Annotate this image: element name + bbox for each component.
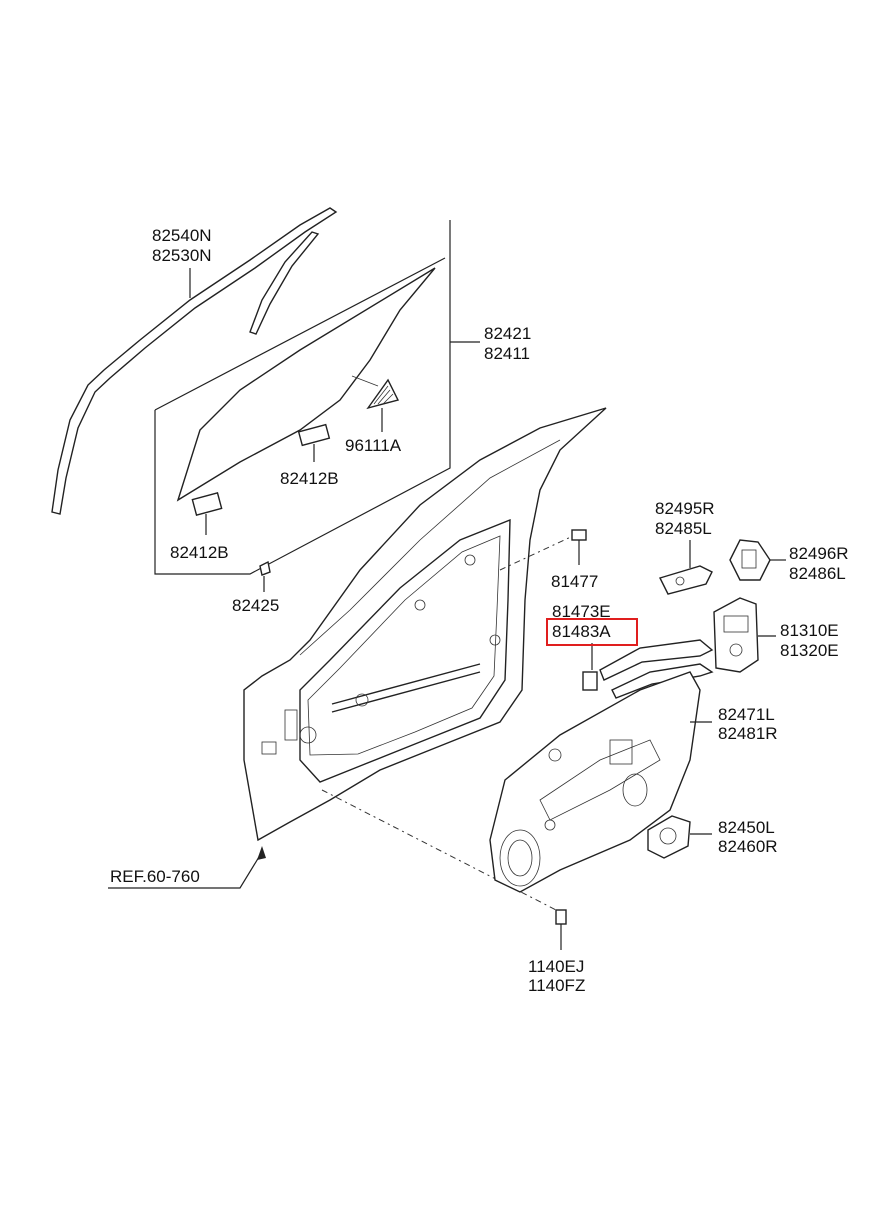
part-label-81473E: 81473E <box>552 602 611 621</box>
part-label-82412B-lower: 82412B <box>170 543 229 562</box>
part-label-82412B-upper: 82412B <box>280 469 339 488</box>
part-label-81320E: 81320E <box>780 641 839 660</box>
part-label-82450L: 82450L <box>718 818 775 837</box>
door-glass-group <box>154 220 480 592</box>
door-frame <box>243 407 607 842</box>
bolt-1140 <box>555 909 567 950</box>
door-module-panel <box>489 671 712 893</box>
screw-81477 <box>571 529 587 565</box>
regulator-motor <box>647 815 712 859</box>
leader-dash-bolt <box>321 789 561 913</box>
part-label-82481R: 82481R <box>718 724 778 743</box>
part-label-82421: 82421 <box>484 324 532 343</box>
handle-bracket <box>659 540 713 595</box>
reference-label: REF.60-760 <box>110 867 200 886</box>
ref-arrow <box>108 846 266 889</box>
part-label-82496R: 82496R <box>789 544 849 563</box>
window-run-channel <box>51 207 338 515</box>
part-label-82471L: 82471L <box>718 705 775 724</box>
part-label-82411: 82411 <box>484 344 531 363</box>
part-label-82486L: 82486L <box>789 564 846 583</box>
part-label-82485L: 82485L <box>655 519 712 538</box>
handle-cover <box>729 539 786 581</box>
part-label-1140FZ: 1140FZ <box>528 976 586 995</box>
part-label-82460R: 82460R <box>718 837 778 856</box>
part-label-81310E: 81310E <box>780 621 839 640</box>
part-label-82540N: 82540N <box>152 226 212 245</box>
part-label-82425: 82425 <box>232 596 280 615</box>
part-label-82495R: 82495R <box>655 499 715 518</box>
part-label-82530N: 82530N <box>152 246 212 265</box>
highlight-box <box>546 618 638 646</box>
part-label-81483A: 81483A <box>552 622 611 641</box>
part-label-1140EJ: 1140EJ <box>528 957 585 976</box>
part-label-81477: 81477 <box>551 572 599 591</box>
part-label-96111A: 96111A <box>345 436 402 455</box>
door-latch <box>713 597 776 673</box>
leader-dash-81477 <box>499 534 576 571</box>
